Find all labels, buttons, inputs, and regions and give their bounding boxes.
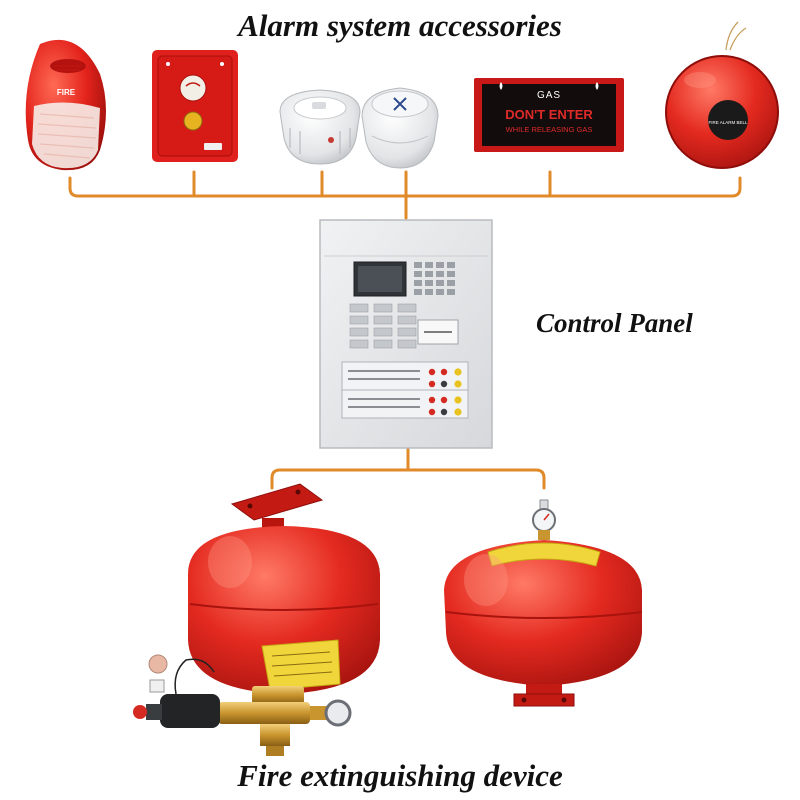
extinguishing-device-title: Fire extinguishing device xyxy=(237,758,563,793)
gas-sign-main: DON'T ENTER xyxy=(505,107,593,122)
strobe-siren-icon: FIRE xyxy=(25,39,106,171)
control-panel-icon xyxy=(319,219,493,449)
gas-sign-icon: GAS DON'T ENTER WHILE RELEASING GAS xyxy=(474,78,624,152)
manual-call-point-icon xyxy=(152,50,238,162)
heat-detector-icon xyxy=(361,87,439,169)
accessories-title: Alarm system accessories xyxy=(238,8,562,43)
connector-lines xyxy=(68,170,742,490)
strobe-label: FIRE xyxy=(57,88,76,97)
alarm-bell-icon: FIRE ALARM BELL xyxy=(665,21,779,169)
bell-label: FIRE ALARM BELL xyxy=(708,120,748,125)
gas-sign-sub: WHILE RELEASING GAS xyxy=(506,125,593,134)
control-panel-title: Control Panel xyxy=(536,308,693,338)
valve-cylinder-icon xyxy=(133,483,380,756)
gas-sign-top: GAS xyxy=(537,90,561,101)
smoke-detector-icon xyxy=(279,89,361,165)
suspended-cylinder-icon xyxy=(444,499,643,707)
